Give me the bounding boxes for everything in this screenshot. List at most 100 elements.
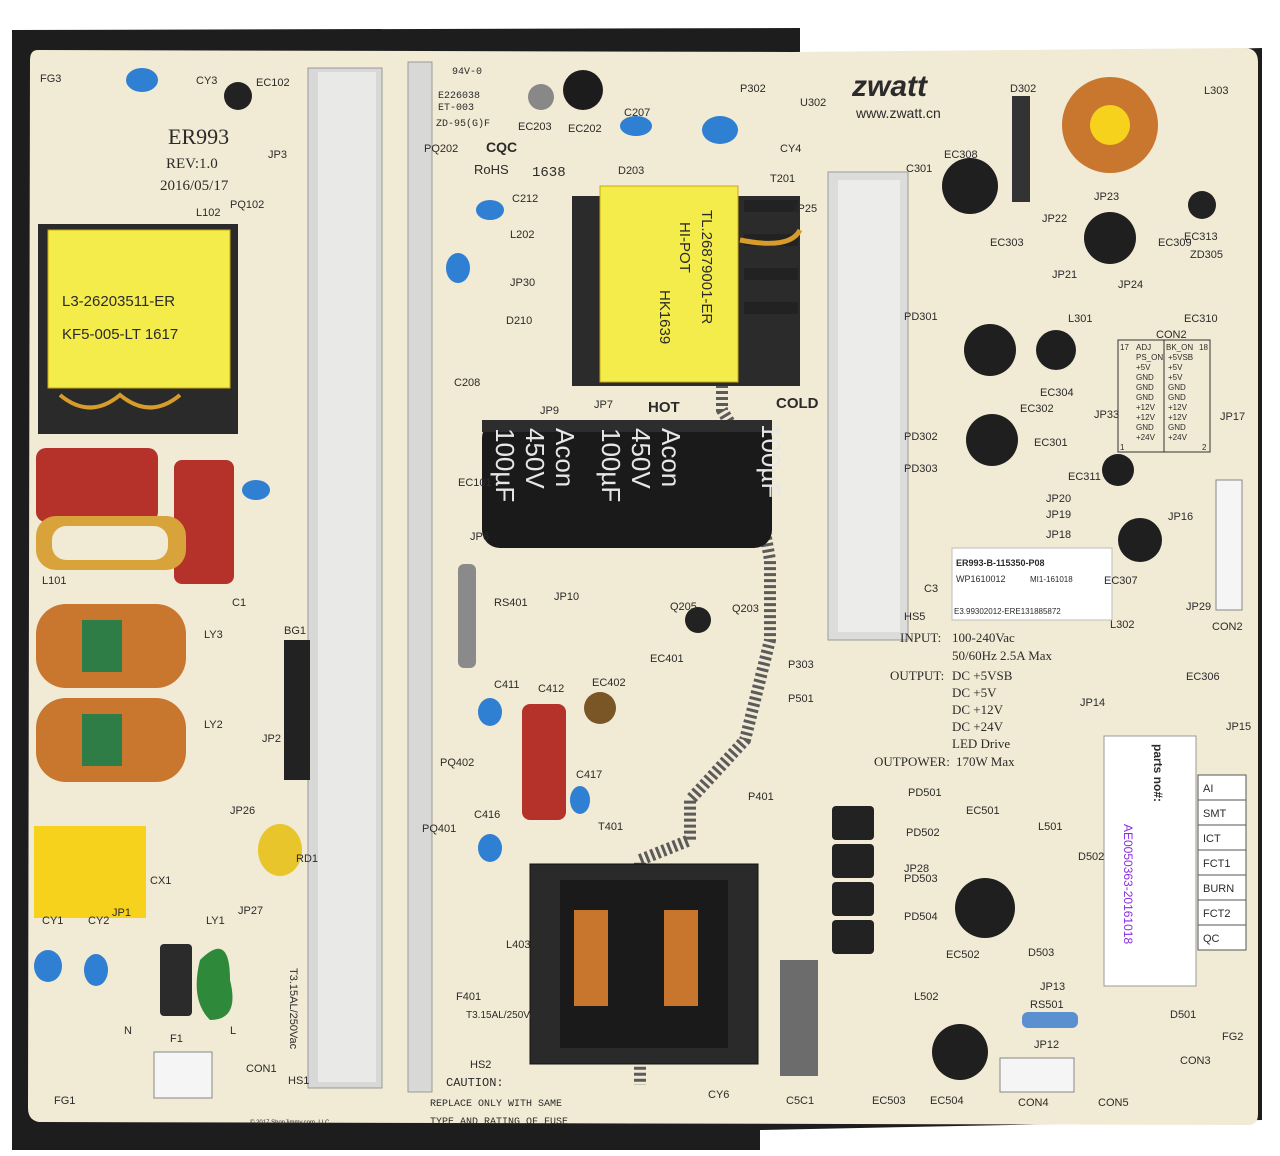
ref-c416: C416 [474, 809, 500, 821]
ref-jp13: JP13 [1040, 981, 1065, 993]
copyright: © 2017 ShopJimmy.com, LLC [250, 1119, 330, 1126]
ref-ec306: EC306 [1186, 671, 1220, 683]
heatsink-right [827, 171, 909, 641]
qc-cell [1197, 899, 1247, 926]
ref-l202: L202 [510, 229, 534, 241]
ref-u302: U302 [800, 97, 826, 109]
fuse-f401-rating: T3.15AL/250Vac [466, 1010, 540, 1021]
brand-website: www.zwatt.cn [855, 105, 941, 121]
ref-c1: C1 [232, 597, 246, 609]
ref-ec307: EC307 [1104, 575, 1138, 587]
spec-input-value: 100-240Vac [952, 630, 1015, 645]
con2-cell: GND [1168, 383, 1186, 392]
qc-row-label: AI [1203, 783, 1213, 795]
qc-row-label: QC [1203, 933, 1220, 945]
ref-ec501: EC501 [966, 805, 1000, 817]
ref-con3: CON3 [1180, 1055, 1211, 1067]
ref-d210: D210 [506, 315, 532, 327]
ref-ec102: EC102 [256, 77, 290, 89]
cqc-mark: CQC [486, 139, 517, 155]
ref-fg1: FG1 [54, 1095, 75, 1107]
label-sticker [951, 547, 1113, 621]
ref-ec309: EC309 [1158, 237, 1192, 249]
ref-ec202: EC202 [568, 123, 602, 135]
ref-ec504: EC504 [930, 1095, 964, 1107]
ref-pd502: PD502 [906, 827, 940, 839]
sticker-line3: MI1-161018 [1030, 575, 1073, 584]
ref-l: L [230, 1025, 236, 1037]
spec-power-label: OUTPOWER: [874, 754, 950, 769]
ref-pd303: PD303 [904, 463, 938, 475]
ref-hs1: HS1 [288, 1075, 309, 1087]
bulk-cap-voltage: 450V [520, 428, 550, 489]
output-diodes [832, 96, 1030, 954]
ref-pq402: PQ402 [440, 757, 474, 769]
con2-header-18: 18 [1199, 343, 1208, 352]
ref-jp19: JP19 [1046, 509, 1071, 521]
con2-cell: +12V [1168, 403, 1188, 412]
connector-con1 [153, 1051, 213, 1099]
ref-jp10: JP10 [554, 591, 579, 603]
ref-p401: P401 [748, 791, 774, 803]
resistor-rs401 [458, 564, 476, 668]
et-code: ET-003 [438, 103, 474, 114]
ref-q203: Q203 [732, 603, 759, 615]
spec-input-label: INPUT: [900, 630, 941, 645]
con2-cell: +12V [1136, 403, 1156, 412]
con2-header-adj: ADJ [1136, 343, 1151, 352]
ref-hs2: HS2 [470, 1059, 491, 1071]
ref-jp24: JP24 [1118, 279, 1143, 291]
ref-c301: C301 [906, 163, 932, 175]
ref-jp17: JP17 [1220, 411, 1245, 423]
ref-q205: Q205 [670, 601, 697, 613]
ref-c412: C412 [538, 683, 564, 695]
ref-jp7: JP7 [594, 399, 613, 411]
ref-ec313: EC313 [1184, 231, 1218, 243]
ul-code: 94V-0 [452, 67, 482, 78]
ref-jp29: JP29 [1186, 601, 1211, 613]
board-date: 2016/05/17 [160, 178, 229, 194]
ref-ec203: EC203 [518, 121, 552, 133]
ref-jp14: JP14 [1080, 697, 1105, 709]
spec-input-line2: 50/60Hz 2.5A Max [952, 648, 1053, 663]
ul-file: E226038 [438, 91, 480, 102]
transformer-t201 [572, 185, 803, 386]
ref-l403: L403 [506, 939, 530, 951]
ref-l101: L101 [42, 575, 66, 587]
hot-zone-label: HOT [648, 399, 680, 416]
fuse-f1-rating: T3.15AL/250Vac [287, 968, 299, 1050]
ref-pd501: PD501 [908, 787, 942, 799]
zd-code: ZD-95(G)F [436, 118, 490, 130]
parts-sticker [1103, 735, 1197, 987]
ref-cy6: CY6 [708, 1089, 729, 1101]
caution-line2: TYPE AND RATING OF FUSE [430, 1117, 568, 1128]
bulk-cap-capacitance-2: 100µF [596, 428, 626, 502]
ref-c208: C208 [454, 377, 480, 389]
ref-l303: L303 [1204, 85, 1228, 97]
spec-power-value: 170W Max [956, 754, 1015, 769]
t201-label-line1: TL.26879001-ER [698, 210, 715, 324]
capacitor-c5c1 [780, 960, 818, 1076]
ref-l501: L501 [1038, 821, 1062, 833]
ref-cy3: CY3 [196, 75, 217, 87]
ref-con2: CON2 [1156, 329, 1187, 341]
ref-f401: F401 [456, 991, 481, 1003]
ref-ec303: EC303 [990, 237, 1024, 249]
ref-c411: C411 [494, 679, 519, 691]
bulk-cap-brand-2: Acon [656, 428, 686, 487]
choke-ly3 [36, 604, 186, 688]
ref-d503: D503 [1028, 947, 1054, 959]
film-capacitor-c1 [174, 460, 234, 584]
ref-c3: C3 [924, 583, 938, 595]
con2-cell: +12V [1168, 413, 1188, 422]
con2-cell: GND [1136, 373, 1154, 382]
ref-jp3: JP3 [268, 149, 287, 161]
ref-bg1: BG1 [284, 625, 306, 637]
ref-cy4: CY4 [780, 143, 801, 155]
ref-c5c1: C5C1 [786, 1095, 814, 1107]
electrolytic-capacitors [224, 70, 1216, 1080]
varistor [196, 948, 233, 1020]
ref-ec301: EC301 [1034, 437, 1068, 449]
ref-jp16: JP16 [1168, 511, 1193, 523]
